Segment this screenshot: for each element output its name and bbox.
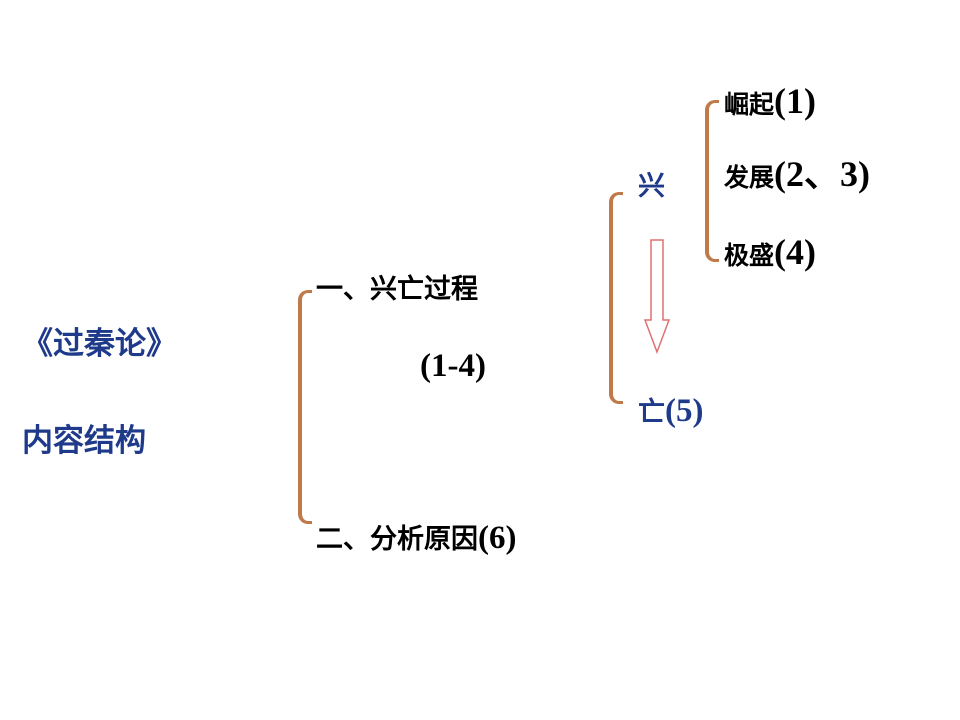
stage-range: (2、3) [774,154,870,194]
stage-range: (1) [774,81,816,121]
stage-row-3: 极盛(4) [724,234,816,270]
fall-row: 亡(5) [638,395,703,428]
stage-range: (4) [774,232,816,272]
stage-brace [705,100,719,262]
rise-label: 兴 [638,171,665,202]
part2-range: (6) [478,520,517,556]
part2-row: 二、分析原因(6) [316,522,516,555]
stage-label: 发展 [724,163,775,192]
part1-range: (1-4) [420,348,486,384]
root-title-line1: 《过秦论》 [22,326,177,362]
part1-label: 一、兴亡过程 [316,274,478,305]
fall-range: (5) [665,393,704,429]
stage-label: 极盛 [724,241,775,270]
stage-row-1: 崛起(1) [724,83,816,119]
part2-label: 二、分析原因 [316,524,478,555]
root-title-line2: 内容结构 [22,423,146,459]
down-arrow-icon [643,239,671,355]
stage-row-2: 发展(2、3) [724,156,870,192]
stage-label: 崛起 [724,90,775,119]
main-brace [298,290,312,524]
fall-label: 亡 [638,397,665,428]
rise-fall-brace [609,192,623,404]
